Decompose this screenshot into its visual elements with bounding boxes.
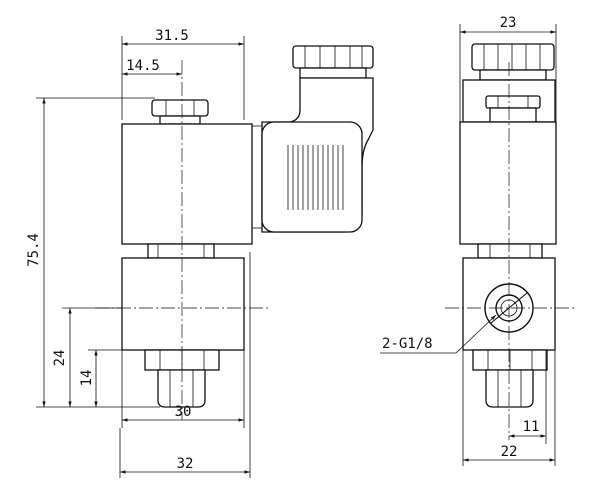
- port-label-leader: 2-G1/8: [380, 314, 497, 354]
- side-view: 2-G1/8 23 11 22: [380, 15, 575, 466]
- side-dim-base-width: 22: [462, 350, 556, 466]
- dim-hex-height: 14: [79, 349, 145, 407]
- front-view: 31.5 14.5 75.4 24 14: [26, 28, 374, 478]
- dim-top-width-label: 31.5: [155, 28, 189, 44]
- side-dim-base-width-label: 22: [501, 444, 518, 460]
- dim-hex-width-label: 30: [175, 404, 192, 420]
- side-armature-neck: [477, 243, 543, 259]
- top-nut: [151, 99, 209, 125]
- side-dim-top-width: 23: [459, 15, 557, 122]
- dim-base-width-label: 32: [177, 456, 194, 472]
- dim-hex-width: 30: [121, 350, 245, 428]
- dim-top-width: 31.5: [121, 28, 245, 120]
- dim-total-height-label: 75.4: [26, 233, 42, 267]
- armature-neck: [147, 243, 215, 259]
- dim-base-width: 32: [119, 252, 251, 478]
- dim-hex-height-label: 14: [79, 370, 95, 387]
- side-dim-port-offset-label: 11: [523, 419, 540, 435]
- coil-body: [121, 123, 253, 245]
- dim-nut-offset: 14.5: [122, 58, 182, 76]
- dim-nut-offset-label: 14.5: [126, 58, 160, 74]
- side-dim-top-width-label: 23: [500, 15, 517, 31]
- side-bottom-hex: [472, 349, 548, 408]
- dim-total-height: 75.4: [26, 97, 160, 408]
- valve-body: [121, 257, 245, 351]
- dim-port-height-label: 24: [52, 350, 68, 367]
- side-connector-body: [462, 79, 556, 123]
- connector-plug: [251, 45, 374, 233]
- side-dim-port-offset: 11: [509, 350, 547, 444]
- dim-port-height: 24: [52, 307, 122, 407]
- side-coil-body: [459, 121, 557, 245]
- port-label: 2-G1/8: [382, 336, 433, 352]
- connector-ribs: [287, 145, 344, 210]
- side-connector-cap: [471, 43, 555, 81]
